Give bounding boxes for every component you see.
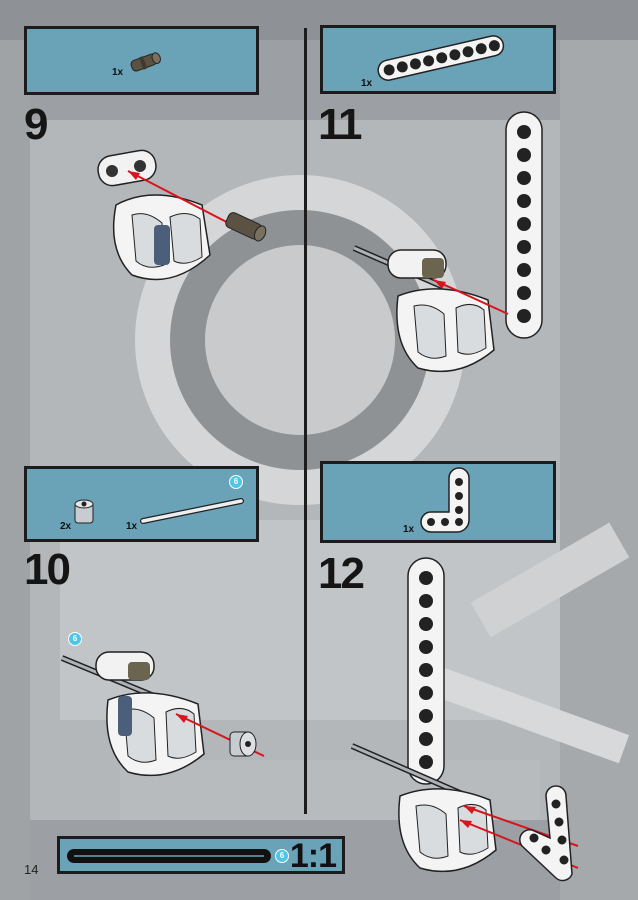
step-9-assembly [97, 149, 267, 281]
axle-icon [140, 498, 244, 524]
axle-scale-bar: 6 1:1 [57, 836, 345, 875]
beam-9-icon [377, 35, 505, 81]
bush-icon [74, 499, 94, 524]
column-divider [304, 28, 307, 814]
page-number: 14 [24, 862, 39, 877]
part-quantity: 1x [403, 524, 415, 535]
step-number-12: 12 [318, 549, 365, 598]
parts-box-step-11: 1x [320, 25, 556, 94]
step-number-11: 11 [318, 100, 362, 149]
step-number-9: 9 [24, 100, 49, 149]
part-quantity: 2x [60, 521, 72, 532]
scale-ratio: 1:1 [289, 837, 337, 875]
step-10-assembly [60, 651, 265, 777]
step-11-assembly [352, 111, 543, 373]
step-12-assembly [350, 557, 579, 882]
scale-length-badge: 6 [275, 849, 289, 863]
part-quantity: 1x [361, 78, 373, 89]
part-quantity: 1x [112, 67, 124, 78]
length-badge: 6 [229, 475, 243, 489]
parts-box-step-9: 1x [24, 26, 259, 95]
axle-pin-icon [130, 52, 161, 72]
step-number-10: 10 [24, 545, 71, 594]
parts-box-step-12: 1x [320, 461, 556, 543]
angle-beam-icon [420, 467, 470, 533]
scale-axle-icon [67, 849, 271, 863]
part-quantity: 1x [126, 521, 138, 532]
parts-box-step-10: 2x 1x 6 [24, 466, 259, 542]
axle-length-badge: 6 [68, 632, 82, 646]
